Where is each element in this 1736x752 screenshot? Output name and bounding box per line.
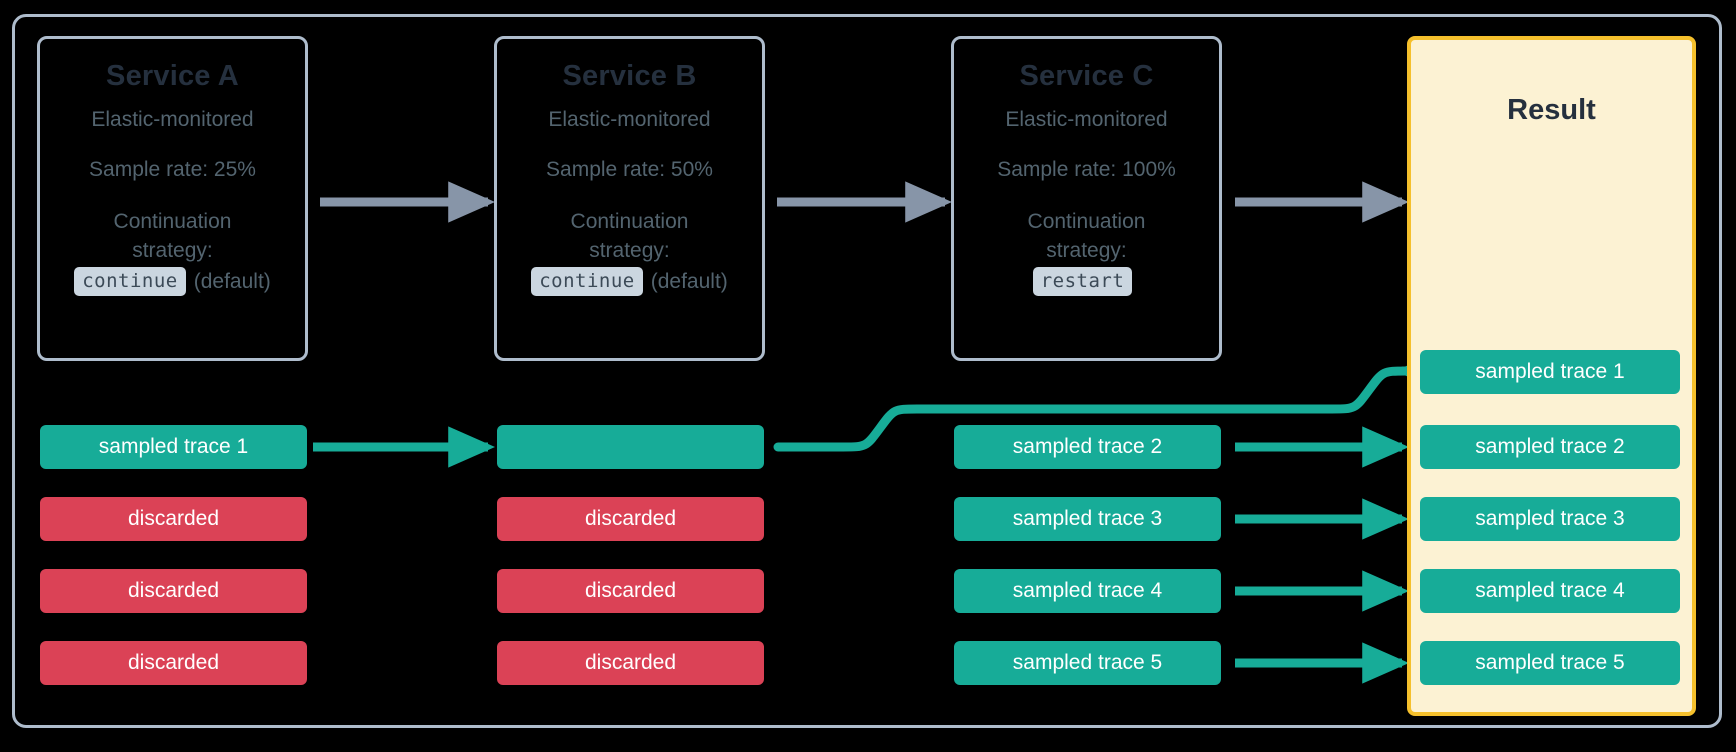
- service-strategy-label-line1: Continuation: [113, 210, 232, 234]
- service-strategy-label-line2: strategy:: [589, 238, 670, 262]
- service-card-b[interactable]: Service B Elastic-monitored Sample rate:…: [494, 36, 765, 361]
- service-strategy-label-line1: Continuation: [1027, 210, 1146, 234]
- trace-pill[interactable]: discarded: [40, 641, 307, 685]
- trace-pill[interactable]: sampled trace 1: [40, 425, 307, 469]
- service-card-a[interactable]: Service A Elastic-monitored Sample rate:…: [37, 36, 308, 361]
- service-card-c[interactable]: Service C Elastic-monitored Sample rate:…: [951, 36, 1222, 361]
- service-title: Service B: [562, 60, 697, 92]
- service-title: Service A: [106, 60, 239, 92]
- service-strategy-value-row: continue (default): [40, 267, 305, 297]
- result-trace-pill[interactable]: sampled trace 5: [1420, 641, 1680, 685]
- service-monitored-label: Elastic-monitored: [548, 107, 711, 131]
- trace-pill[interactable]: discarded: [497, 497, 764, 541]
- trace-pill[interactable]: sampled trace 5: [954, 641, 1221, 685]
- result-trace-pill[interactable]: sampled trace 4: [1420, 569, 1680, 613]
- trace-flow-arrows: [313, 350, 1442, 684]
- service-sample-rate: Sample rate: 25%: [89, 158, 256, 182]
- service-title: Service C: [1019, 60, 1154, 92]
- strategy-default-note: (default): [193, 269, 271, 293]
- strategy-default-note: (default): [650, 269, 728, 293]
- service-strategy-label-line2: strategy:: [1046, 238, 1127, 262]
- trace-pill[interactable]: sampled trace 4: [954, 569, 1221, 613]
- strategy-code-badge: continue: [74, 267, 186, 297]
- trace-pill[interactable]: discarded: [497, 569, 764, 613]
- service-strategy-label-line1: Continuation: [570, 210, 689, 234]
- service-monitored-label: Elastic-monitored: [91, 107, 254, 131]
- service-strategy-label-line2: strategy:: [132, 238, 213, 262]
- service-sample-rate: Sample rate: 50%: [546, 158, 713, 182]
- trace-pill[interactable]: sampled trace 3: [954, 497, 1221, 541]
- trace-pill[interactable]: discarded: [497, 641, 764, 685]
- result-title: Result: [1507, 94, 1596, 126]
- result-trace-pill[interactable]: sampled trace 1: [1420, 350, 1680, 394]
- trace-pill[interactable]: discarded: [40, 497, 307, 541]
- service-strategy-value-row: continue (default): [497, 267, 762, 297]
- trace-pill[interactable]: [497, 425, 764, 469]
- result-trace-pill[interactable]: sampled trace 2: [1420, 425, 1680, 469]
- service-monitored-label: Elastic-monitored: [1005, 107, 1168, 131]
- service-sample-rate: Sample rate: 100%: [997, 158, 1176, 182]
- trace-pill[interactable]: sampled trace 2: [954, 425, 1221, 469]
- service-strategy-value-row: restart: [954, 267, 1219, 297]
- trace-pill[interactable]: discarded: [40, 569, 307, 613]
- result-trace-pill[interactable]: sampled trace 3: [1420, 497, 1680, 541]
- strategy-code-badge: continue: [531, 267, 643, 297]
- strategy-code-badge: restart: [1032, 267, 1133, 297]
